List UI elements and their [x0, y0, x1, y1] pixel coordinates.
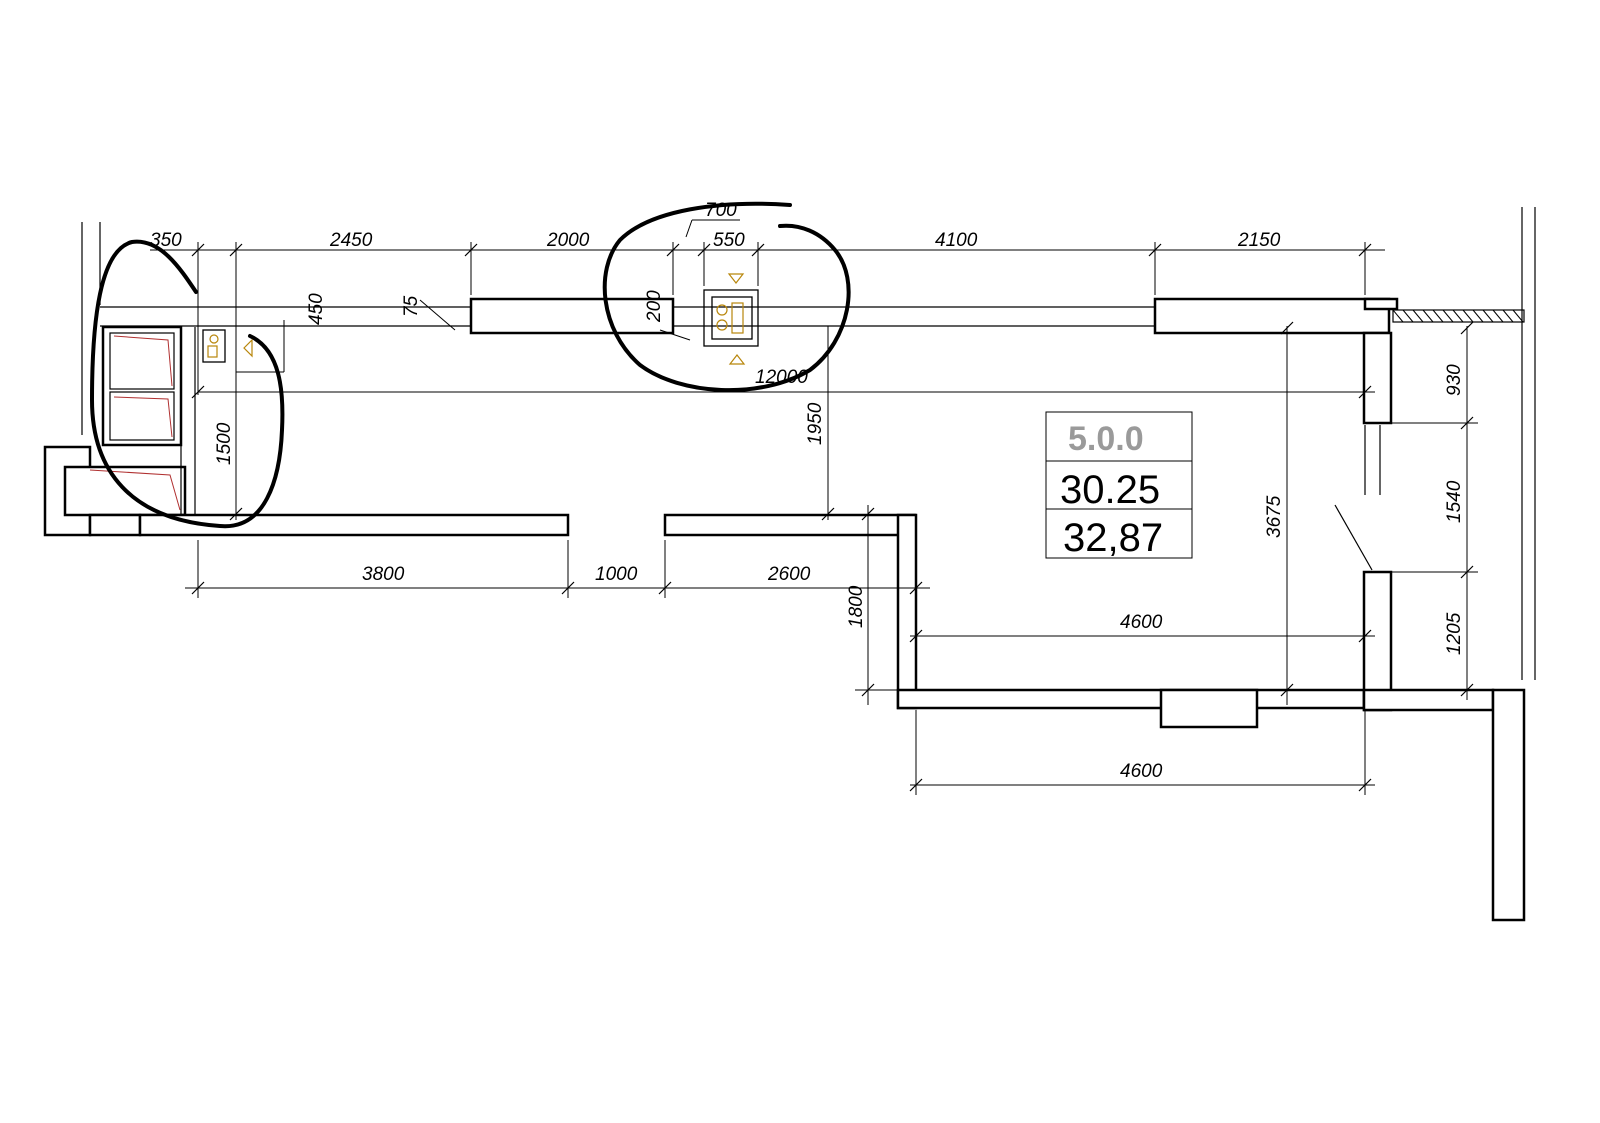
- dim-top-7: 2150: [1237, 230, 1281, 251]
- room-area-b: 32,87: [1063, 516, 1163, 560]
- dim-wall-200: 200: [644, 290, 665, 323]
- room-area-a: 30.25: [1060, 468, 1160, 512]
- dim-vertical-3675: 3675: [1264, 495, 1285, 538]
- top-wall: [100, 297, 1525, 335]
- dimension-lines: [150, 219, 1478, 795]
- dim-top-1: 350: [150, 230, 182, 251]
- dim-bottom-2: 1000: [595, 564, 638, 585]
- wall-unit: [703, 273, 759, 365]
- dim-top-5: 550: [713, 230, 745, 251]
- dim-lower-inner: 4600: [1120, 612, 1163, 633]
- dim-bottom-3: 2600: [767, 564, 811, 585]
- dim-right-930: 930: [1444, 364, 1465, 396]
- dim-right-1540: 1540: [1444, 480, 1465, 523]
- valve-triangle-icon: [727, 273, 745, 284]
- valve-triangle-icon: [728, 354, 746, 365]
- marker-circle-center: [602, 201, 851, 393]
- dim-wall-450: 450: [306, 293, 327, 325]
- toilet-fixture: [202, 329, 226, 363]
- dim-top-3: 2000: [546, 230, 590, 251]
- dim-vertical-1500: 1500: [214, 422, 235, 465]
- dim-vertical-1950: 1950: [805, 402, 826, 445]
- dim-vertical-1800: 1800: [846, 585, 867, 628]
- dimension-labels: 350 2450 2000 700 550 4100 2150 12000 45…: [150, 200, 1465, 782]
- room-label: 5.0.0 30.25 32,87: [1045, 411, 1193, 560]
- dim-bottom-1: 3800: [362, 564, 405, 585]
- dim-right-1205: 1205: [1444, 612, 1465, 655]
- marker-circle-left: [90, 239, 285, 529]
- bathroom-partition: [89, 325, 253, 517]
- dim-overall: 12000: [755, 367, 808, 388]
- room-name: 5.0.0: [1068, 420, 1144, 458]
- dim-lower-outer: 4600: [1120, 761, 1163, 782]
- dim-top-2: 2450: [329, 230, 373, 251]
- valve-triangle-icon: [243, 338, 253, 358]
- dim-wall-75: 75: [401, 295, 422, 317]
- right-room-walls: [896, 207, 1536, 922]
- dim-top-6: 4100: [935, 230, 978, 251]
- toilet-bowl-icon: [209, 334, 219, 344]
- dim-top-4: 700: [705, 200, 737, 221]
